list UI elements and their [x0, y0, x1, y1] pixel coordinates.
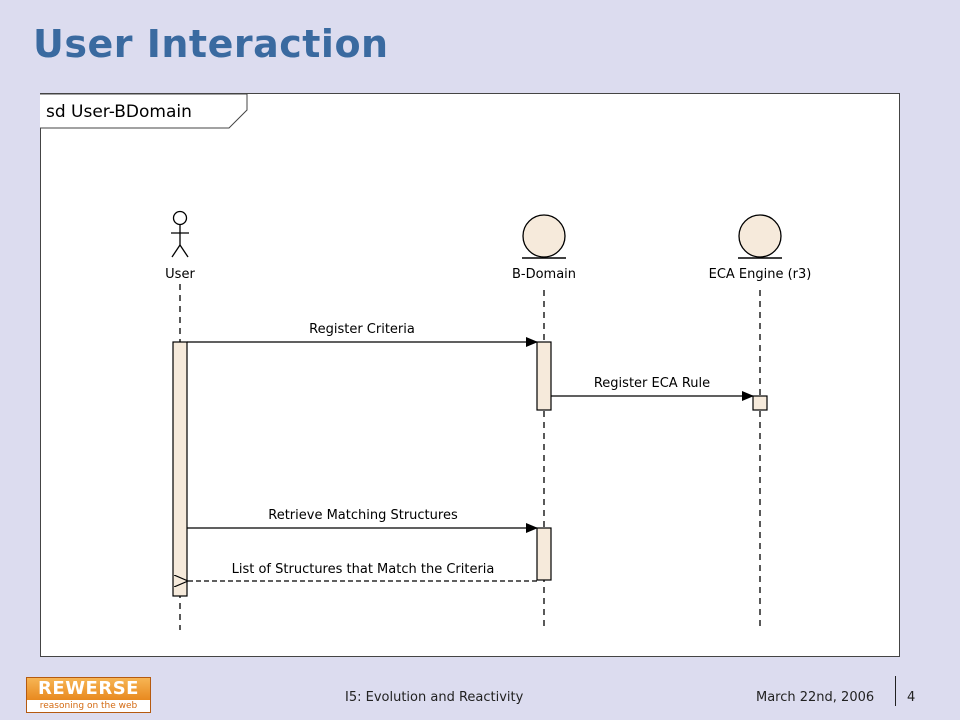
message-label: Retrieve Matching Structures [268, 508, 458, 523]
activation-b-domain-1 [536, 341, 552, 411]
activation-eca-engine [752, 395, 768, 411]
logo-main-text: REWERSE [27, 678, 150, 700]
message-label: List of Structures that Match the Criter… [232, 562, 495, 577]
footer-center-text: I5: Evolution and Reactivity [345, 690, 524, 705]
rewerse-logo: REWERSE reasoning on the web [26, 677, 151, 713]
message-list-of-structures-return: List of Structures that Match the Criter… [188, 560, 537, 581]
page-number: 4 [907, 690, 916, 705]
b-domain-entity-icon [522, 214, 566, 259]
lifeline-label-b-domain: B-Domain [512, 267, 576, 282]
activation-b-domain-2 [536, 527, 552, 581]
activation-user [172, 341, 188, 597]
message-retrieve-matching-structures: Retrieve Matching Structures [187, 506, 538, 533]
message-label: Register ECA Rule [594, 376, 710, 391]
eca-engine-entity-icon [738, 214, 782, 259]
message-register-criteria: Register Criteria [187, 320, 538, 347]
lifeline-label-user: User [165, 267, 195, 282]
lifeline-label-eca-engine: ECA Engine (r3) [709, 267, 812, 282]
message-label: Register Criteria [309, 322, 415, 337]
footer-date: March 22nd, 2006 [756, 690, 875, 705]
frame-label-tab: sd User-BDomain [40, 93, 248, 129]
frame-label: sd User-BDomain [46, 102, 192, 122]
footer-divider [895, 676, 896, 706]
slide-title: User Interaction [33, 22, 389, 66]
user-actor-icon [171, 210, 189, 258]
logo-sub-text: reasoning on the web [27, 700, 150, 712]
message-register-eca-rule: Register ECA Rule [551, 374, 754, 401]
